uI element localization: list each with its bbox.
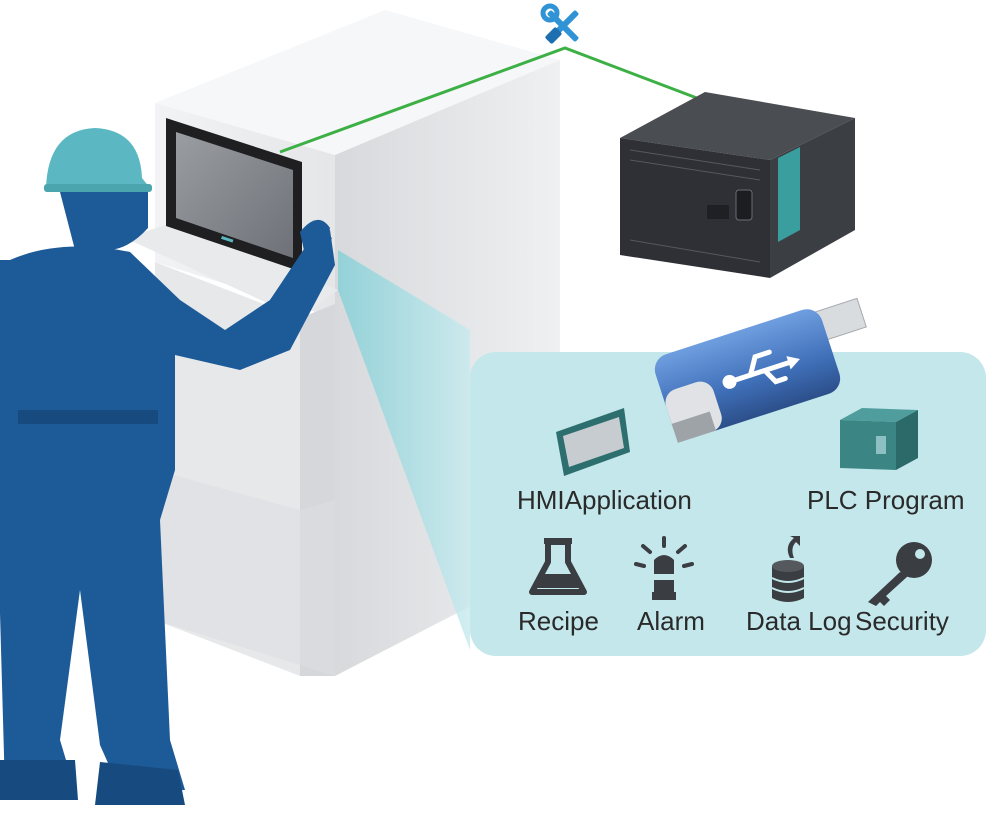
label-recipe: Recipe — [518, 606, 599, 636]
network-connection-line — [279, 46, 711, 154]
flask-icon — [529, 538, 587, 595]
label-alarm: Alarm — [637, 606, 705, 636]
hmi-touch-screen — [166, 118, 302, 272]
label-data-log: Data Log — [746, 606, 852, 636]
wrench-screwdriver-icon — [540, 3, 579, 44]
alarm-beacon-icon — [634, 536, 694, 600]
operator-figure — [0, 128, 335, 805]
plc-device — [620, 92, 855, 278]
label-plc-program: PLC Program — [807, 485, 965, 515]
database-icon — [771, 536, 805, 602]
usb-drive-icon — [654, 297, 867, 443]
label-security: Security — [855, 606, 949, 636]
plc-module-icon — [840, 408, 918, 470]
hmi-panel-icon — [556, 408, 630, 476]
key-icon — [868, 542, 932, 606]
label-hmi-application: HMIApplication — [517, 485, 692, 515]
